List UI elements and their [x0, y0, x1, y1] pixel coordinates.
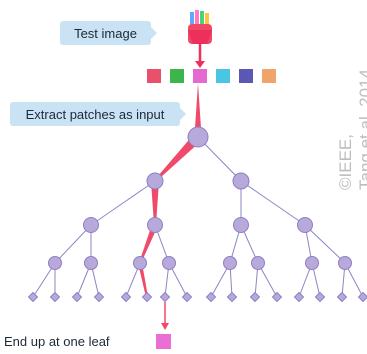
patch-square	[170, 69, 184, 83]
tree-node	[223, 256, 237, 270]
tree-leaf	[49, 291, 61, 303]
patch-square	[239, 69, 253, 83]
patch-row	[147, 69, 276, 83]
arrow-head	[195, 61, 205, 68]
arrow-head	[161, 323, 169, 330]
patch-square	[193, 69, 207, 83]
output-leaf-square	[156, 334, 171, 349]
tree-node	[162, 256, 176, 270]
tree-leaf	[93, 291, 105, 303]
tree-node	[338, 256, 352, 270]
input-to-root-edge	[195, 83, 201, 128]
test-image-label: Test image	[60, 21, 157, 45]
patch-square	[262, 69, 276, 83]
patch-square	[216, 69, 230, 83]
tree-node	[232, 172, 250, 190]
tree-edge	[90, 180, 156, 226]
copyright-notice: ©IEEE, Tang et al. 2014	[336, 69, 367, 190]
tree-node	[305, 256, 319, 270]
tree-leaf	[120, 291, 132, 303]
highlighted-edge	[154, 133, 202, 182]
tree-leaf	[205, 291, 217, 303]
tree-node	[146, 172, 164, 190]
tree-leaf	[336, 291, 348, 303]
tree-edge	[54, 224, 92, 264]
tree-leaf	[357, 291, 367, 303]
tree-leaf	[226, 291, 238, 303]
copyright-line-1: ©IEEE,	[336, 134, 355, 190]
tree-edge	[304, 224, 346, 264]
tree-node	[133, 256, 147, 270]
copyright-line-2: Tang et al. 2014	[356, 69, 367, 190]
tree-node	[297, 217, 313, 233]
tree-node	[233, 217, 249, 233]
tree-node	[187, 126, 209, 148]
extract-patches-label: Extract patches as input	[10, 102, 186, 126]
highlighted-edge	[139, 223, 158, 264]
tree-leaf	[159, 291, 171, 303]
tree-leaf	[314, 291, 326, 303]
tree-leaf	[271, 291, 283, 303]
tree-node	[251, 256, 265, 270]
patch-square	[147, 69, 161, 83]
tree-node	[48, 256, 62, 270]
tree-node	[147, 217, 163, 233]
tree-leaf	[181, 291, 193, 303]
tree-node	[83, 217, 99, 233]
tree-node	[84, 256, 98, 270]
tree-leaf	[71, 291, 83, 303]
tree-leaf	[293, 291, 305, 303]
tree-leaf	[27, 291, 39, 303]
highlighted-edge	[151, 181, 159, 225]
test-image-icon	[188, 10, 212, 44]
end-leaf-label: End up at one leaf	[4, 334, 110, 349]
highlighted-edge	[138, 262, 148, 298]
tree-leaf	[249, 291, 261, 303]
tree-leaf	[141, 291, 153, 303]
tree-edge	[240, 180, 306, 226]
